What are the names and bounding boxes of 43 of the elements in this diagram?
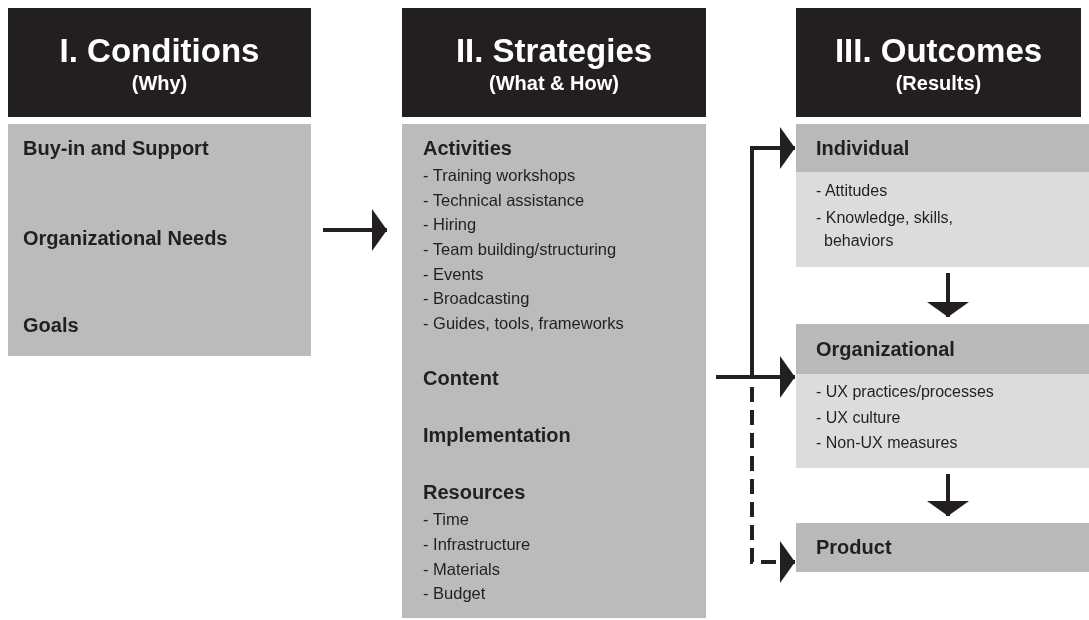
column-header [402, 8, 706, 117]
list-item: - Hiring [423, 214, 477, 234]
column-subtitle: (Results) [894, 71, 983, 95]
column-subtitle: (Why) [130, 71, 189, 95]
list-item: - Technical assistance [423, 190, 585, 210]
section-heading: Goals [23, 313, 79, 337]
column-subtitle: (What & How) [488, 71, 620, 95]
column-header [8, 8, 311, 117]
list-item: - Infrastructure [423, 534, 531, 554]
list-item: - Events [423, 264, 484, 284]
list-item: - Time [423, 509, 469, 529]
content-panel [8, 124, 311, 356]
outcome-box [796, 324, 1089, 468]
list-item: - Materials [423, 559, 500, 579]
section-heading: Resources [423, 480, 526, 504]
list-item: - Budget [423, 583, 486, 603]
arrow [927, 474, 969, 516]
list-item: - Training workshops [423, 165, 576, 185]
section-heading: Content [423, 366, 499, 390]
column-header [796, 8, 1081, 117]
list-item: - Broadcasting [423, 288, 530, 308]
outcome-box [796, 124, 1089, 267]
outcome-heading: Product [796, 523, 1089, 572]
section-heading: Organizational Needs [23, 226, 228, 250]
list-item: - Team building/structuring [423, 239, 617, 259]
section-heading: Implementation [423, 423, 571, 447]
section-heading: Buy-in and Support [23, 136, 209, 160]
outcome-heading: Organizational [796, 324, 1089, 374]
content-panel [402, 124, 706, 618]
column-title: III. Outcomes [833, 32, 1044, 70]
column-title: I. Conditions [58, 32, 261, 70]
list-item: - Attitudes [816, 181, 889, 202]
list-item: - UX culture [816, 408, 902, 429]
arrow [323, 209, 387, 251]
list-item: - Knowledge, skills, behaviors [816, 207, 954, 251]
arrow [927, 273, 969, 317]
dashed-arrow [716, 375, 795, 583]
list-item: - Non-UX measures [816, 433, 959, 454]
outcome-heading: Individual [796, 124, 1089, 172]
list-item: - UX practices/processes [816, 382, 995, 403]
column-title: II. Strategies [454, 32, 654, 70]
list-item: - Guides, tools, frameworks [423, 313, 624, 333]
section-heading: Activities [423, 136, 512, 160]
